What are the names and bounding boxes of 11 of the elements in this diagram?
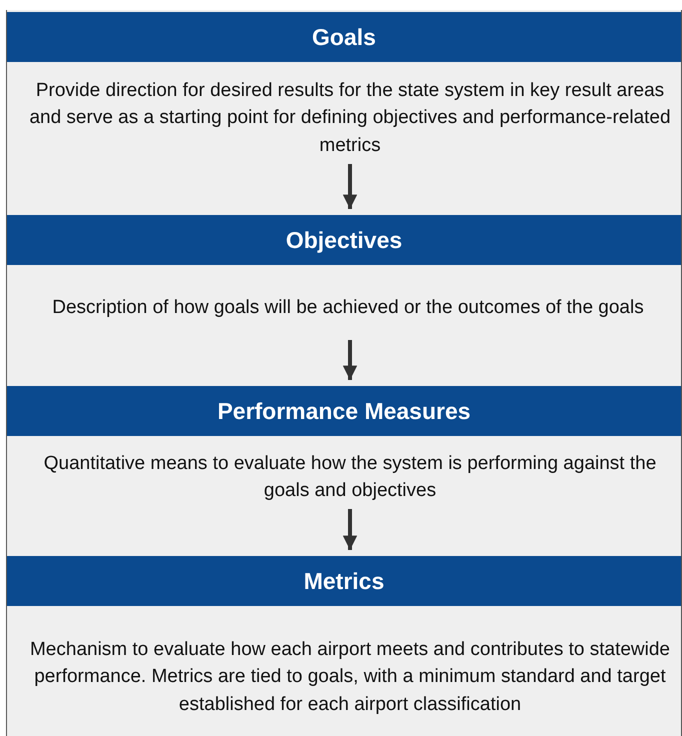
description-text: Quantitative means to evaluate how the system is performing against the goals and objectives [22, 449, 678, 505]
header-band: Performance Measures [7, 386, 681, 436]
arrow [342, 509, 358, 550]
arrow [342, 340, 358, 380]
header-band: Metrics [7, 556, 681, 606]
description-text: Description of how goals will be achieved or the outcomes of the goals [16, 279, 680, 336]
header-band: Objectives [7, 215, 681, 265]
description-text: Provide direction for desired results for the state system in key result areas and serve as a starting point for defining objectives and performance-related metrics [22, 76, 678, 160]
arrow [342, 164, 358, 209]
header-band: Goals [7, 12, 681, 62]
description-text: Mechanism to evaluate how each airport meets and contributes to statewide performance. Metrics are tied to goals, with a minimum standard and target established for each airport classification [22, 621, 678, 733]
